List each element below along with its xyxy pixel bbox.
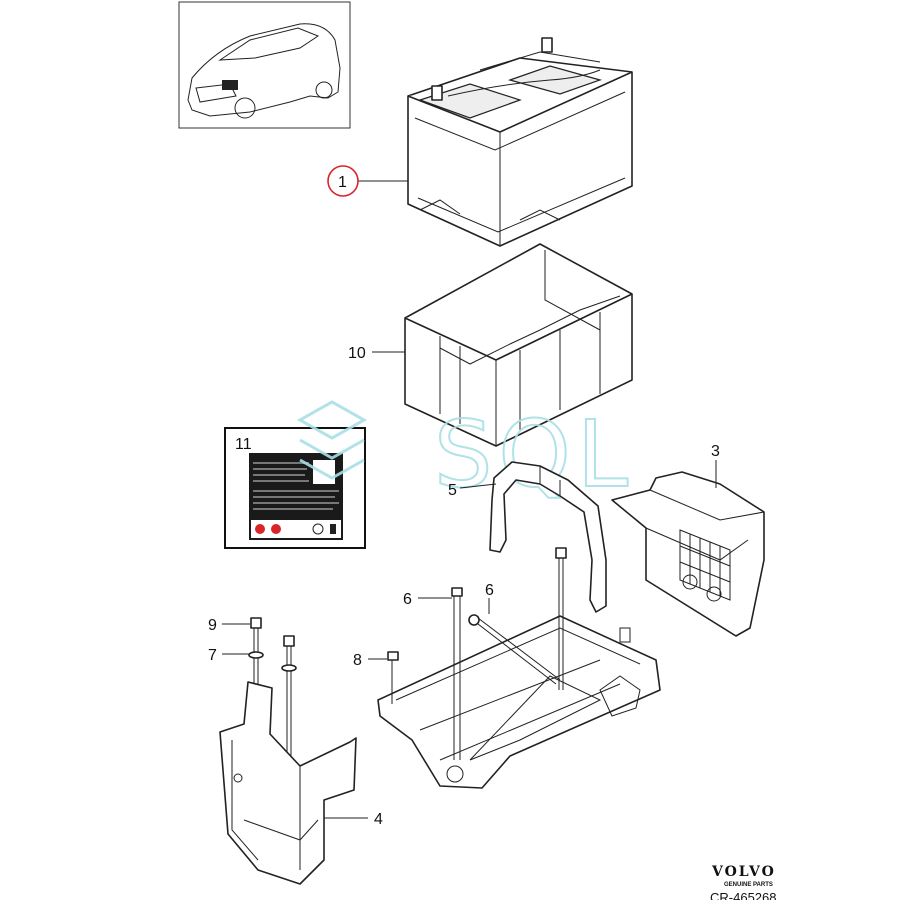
callout-5: 5 [448,482,457,499]
brand-logo: VOLVO [711,864,776,880]
callout-4: 4 [374,811,383,828]
battery-tray-part [377,615,661,789]
volvo-brand-mark: VOLVO GENUINE PARTS CR-465268 [710,864,777,900]
callout-1-highlight-circle [327,165,359,197]
callout-6-right: 6 [485,582,494,599]
battery-box-part [404,243,633,447]
bolt-strap [555,547,567,690]
bracket-part [219,681,357,885]
watermark-text: SQL [434,401,634,508]
callout-7: 7 [208,647,217,664]
vehicle-locator-thumbnail [178,1,351,129]
callout-1: 1 [338,174,347,191]
callout-6-left: 6 [403,591,412,608]
callout-9: 9 [208,617,217,634]
battery-part [407,37,633,247]
callout-8: 8 [353,652,362,669]
clip-8 [387,651,399,704]
watermark: SQL [296,400,634,509]
warning-label-part [224,427,366,549]
bolt-6-horizontal [468,614,561,685]
brand-subtitle: GENUINE PARTS [724,882,773,888]
callout-labels: 1 10 11 5 3 6 6 9 7 8 4 [208,165,720,828]
callout-10: 10 [348,345,366,362]
callout-11: 11 [235,436,252,453]
hold-down-strap-part [489,461,607,613]
car-icon [187,23,341,119]
callout-3: 3 [711,443,720,460]
callout-leaders [222,180,717,819]
washer-7 [248,651,264,659]
cover-grid [679,529,731,601]
terminal-cover-part [611,471,765,637]
bolt-6-vertical [451,587,463,760]
diagram-code: CR-465268 [710,890,777,900]
